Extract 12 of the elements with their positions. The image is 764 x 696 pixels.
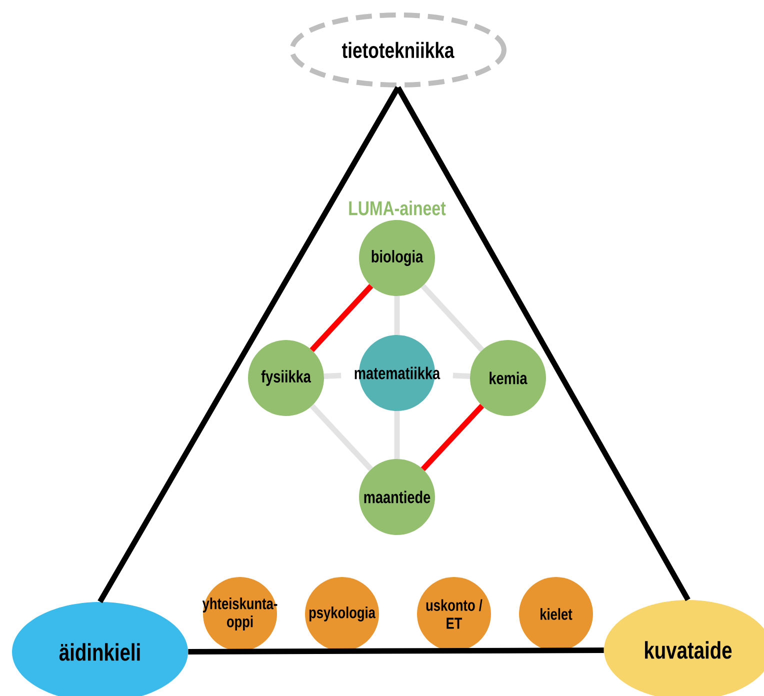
connector-line [452,372,470,380]
group-heading: LUMA-aineet [349,200,446,216]
connector-line [324,372,342,380]
connector-line [310,284,374,352]
connector-line [420,404,484,472]
connector-line [310,404,374,472]
connector-line [98,86,400,604]
connector-line [394,411,400,459]
connector-line [420,284,484,352]
connector-line [188,648,604,654]
connector-line [396,86,690,602]
connector-line [394,296,400,335]
